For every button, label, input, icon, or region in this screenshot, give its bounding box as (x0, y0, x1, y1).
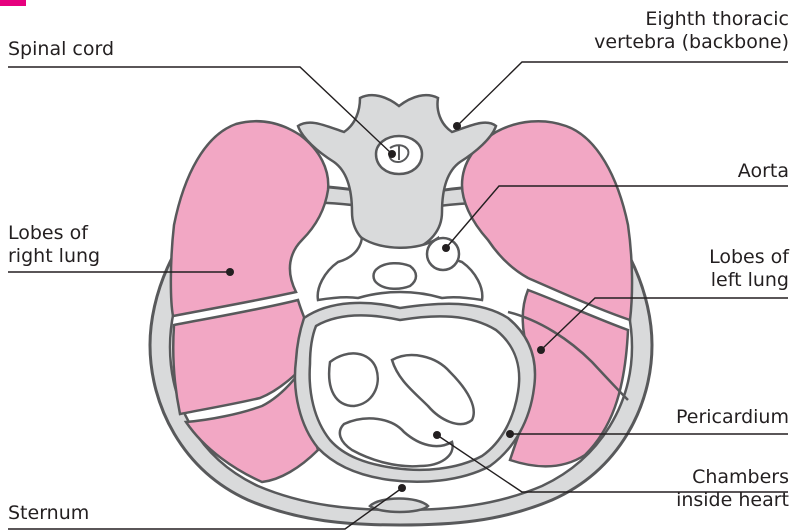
label-pericardium: Pericardium (676, 406, 789, 429)
label-vertebra: Eighth thoracic vertebra (backbone) (594, 8, 789, 54)
label-spinal-cord-text: Spinal cord (8, 38, 114, 60)
aorta (427, 238, 459, 270)
leader-vertebra (457, 62, 788, 126)
dot-chambers (433, 431, 441, 439)
label-spinal-cord: Spinal cord (8, 38, 114, 61)
label-vertebra-line2: vertebra (backbone) (594, 31, 789, 54)
label-chambers-line1: Chambers (676, 466, 789, 489)
label-left-lung-line2: left lung (709, 269, 789, 292)
dot-aorta (442, 244, 450, 252)
label-aorta-text: Aorta (738, 160, 789, 182)
esophagus (374, 263, 417, 289)
label-right-lung: Lobes of right lung (8, 222, 100, 268)
dot-pericardium (506, 430, 514, 438)
label-chambers-line2: inside heart (676, 489, 789, 512)
heart-chamber-right (329, 353, 378, 406)
label-left-lung: Lobes of left lung (709, 246, 789, 292)
label-sternum-text: Sternum (8, 502, 89, 524)
label-aorta: Aorta (738, 160, 789, 183)
dot-right-lung (226, 268, 234, 276)
label-sternum: Sternum (8, 502, 89, 525)
dot-vertebra (453, 122, 461, 130)
label-right-lung-line2: right lung (8, 245, 100, 268)
label-chambers: Chambers inside heart (676, 466, 789, 512)
label-right-lung-line1: Lobes of (8, 222, 100, 245)
label-vertebra-line1: Eighth thoracic (594, 8, 789, 31)
dot-spinal-cord (388, 150, 396, 158)
dot-left-lung (537, 346, 545, 354)
label-pericardium-text: Pericardium (676, 406, 789, 428)
dot-sternum (398, 484, 406, 492)
label-left-lung-line1: Lobes of (709, 246, 789, 269)
